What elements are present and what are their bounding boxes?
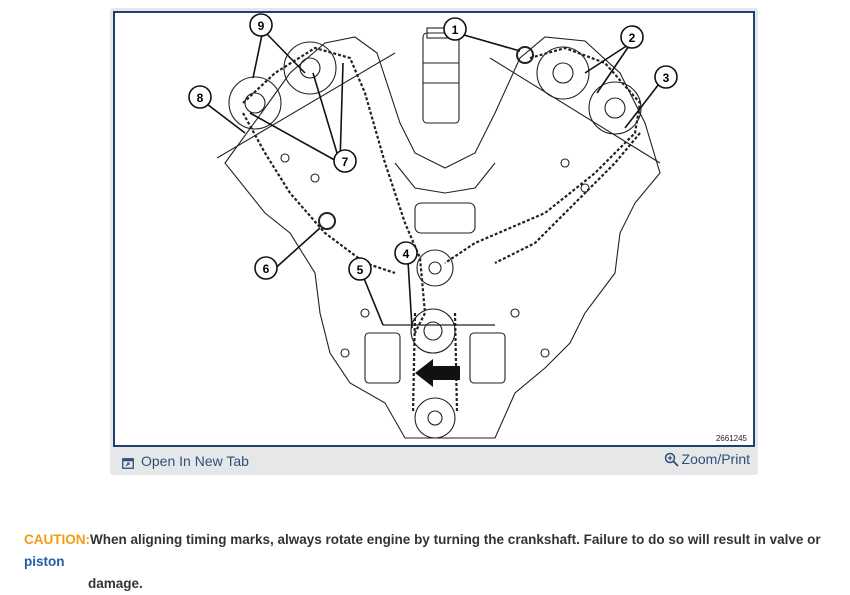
svg-text:9: 9	[258, 19, 265, 33]
svg-text:5: 5	[357, 263, 364, 277]
oil-filter-housing	[422, 32, 460, 124]
svg-text:7: 7	[342, 155, 349, 169]
magnifier-plus-icon	[664, 452, 679, 467]
figure-id: 2661245	[715, 434, 747, 443]
left-exhaust-cam-sprocket	[228, 76, 282, 130]
piston-link[interactable]: piston	[24, 554, 65, 569]
figure-card: 1 2 3 4 5 6 7	[110, 8, 758, 475]
callout-2: 2	[620, 25, 644, 49]
caution-text-end: damage.	[88, 576, 143, 591]
callout-8: 8	[188, 85, 212, 109]
rotation-arrow	[415, 359, 460, 387]
caution-note: CAUTION:When aligning timing marks, alwa…	[24, 529, 844, 595]
left-timing-line	[216, 52, 396, 159]
left-timing-chain	[242, 46, 427, 334]
right-timing-chain	[444, 46, 642, 264]
open-in-new-tab-label: Open In New Tab	[141, 453, 249, 469]
zoom-print-link[interactable]: Zoom/Print	[664, 451, 750, 467]
right-timing-line	[489, 57, 661, 164]
callout-4: 4	[394, 241, 418, 265]
callout-6: 6	[254, 256, 278, 280]
callout-1: 1	[443, 17, 467, 41]
svg-text:1: 1	[452, 23, 459, 37]
callout-7: 7	[333, 149, 357, 173]
engine-timing-diagram[interactable]: 1 2 3 4 5 6 7	[113, 11, 755, 447]
crankshaft-sprocket	[410, 308, 456, 354]
callout-3: 3	[654, 65, 678, 89]
engine-block-outline	[224, 36, 661, 439]
left-tensioner-hole	[318, 212, 336, 230]
svg-text:6: 6	[263, 262, 270, 276]
svg-text:4: 4	[403, 247, 410, 261]
right-exhaust-cam-sprocket	[588, 81, 642, 135]
caution-label: CAUTION:	[24, 532, 90, 547]
svg-text:2: 2	[629, 31, 636, 45]
open-in-new-tab-icon	[122, 456, 134, 469]
open-in-new-tab-link[interactable]: Open In New Tab	[122, 453, 249, 469]
callout-5: 5	[348, 257, 372, 281]
left-intake-cam-sprocket	[283, 41, 337, 95]
idler-sprocket	[416, 249, 454, 287]
right-intake-cam-sprocket	[536, 46, 590, 100]
engine-drawing: 1 2 3 4 5 6 7	[188, 13, 678, 439]
oil-pump-sprocket	[414, 397, 456, 439]
right-tensioner-hole	[516, 46, 534, 64]
caution-text: When aligning timing marks, always rotat…	[90, 532, 821, 547]
svg-text:8: 8	[197, 91, 204, 105]
figure-toolbar: Open In New Tab Zoom/Print	[110, 448, 758, 475]
zoom-print-label: Zoom/Print	[681, 451, 750, 467]
svg-text:3: 3	[663, 71, 670, 85]
callout-9: 9	[249, 13, 273, 37]
